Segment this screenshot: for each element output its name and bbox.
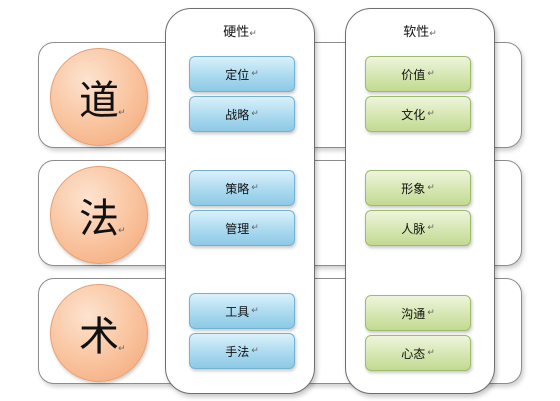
hard-item-methods: 手法↵ bbox=[189, 333, 295, 369]
paragraph-mark: ↵ bbox=[118, 108, 126, 118]
soft-item-value: 价值↵ bbox=[365, 56, 471, 92]
circle-fa: 法 bbox=[50, 166, 148, 264]
hard-item-positioning: 定位↵ bbox=[189, 56, 295, 92]
column-header-soft: 软性↵ bbox=[403, 25, 437, 40]
soft-item-network: 人脉↵ bbox=[365, 210, 471, 246]
hard-item-management: 管理↵ bbox=[189, 210, 295, 246]
circle-shu: 术 bbox=[50, 284, 148, 382]
column-header-hard: 硬性↵ bbox=[223, 25, 257, 40]
paragraph-mark: ↵ bbox=[118, 226, 126, 236]
soft-item-culture: 文化↵ bbox=[365, 96, 471, 132]
soft-item-mindset: 心态↵ bbox=[365, 335, 471, 371]
soft-item-image: 形象↵ bbox=[365, 170, 471, 206]
hard-item-strategy: 战略↵ bbox=[189, 96, 295, 132]
hard-item-tactics: 策略↵ bbox=[189, 170, 295, 206]
soft-item-communication: 沟通↵ bbox=[365, 295, 471, 331]
hard-item-tools: 工具↵ bbox=[189, 293, 295, 329]
paragraph-mark: ↵ bbox=[118, 344, 126, 354]
circle-dao: 道 bbox=[50, 48, 148, 146]
